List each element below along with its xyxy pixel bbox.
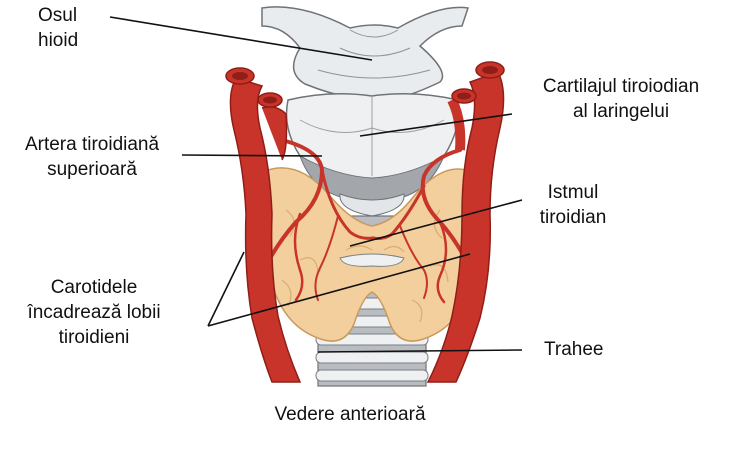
label-carotids: Carotidele încadrează lobii tiroidieni [6,275,182,350]
label-hyoid-line2: hioid [38,30,79,51]
label-isthmus: Istmul tiroidian [518,180,628,230]
label-hyoid-line1: Osul [38,5,78,26]
label-trachea: Trahee [544,339,604,360]
label-thyroid-cartilage-line1: Cartilajul tiroiodian [542,76,700,97]
hyoid-bone [261,6,469,99]
label-superior-thyroid-artery: Artera tiroidiană superioară [2,132,182,182]
leader-thyroid-cartilage [359,113,513,137]
leader-superior-artery [181,154,323,157]
left-carotid-artery [225,67,302,383]
leader-isthmus [349,199,523,247]
leader-lines [109,16,523,353]
label-hyoid: Osul hioid [38,3,78,53]
label-carotids-line1: Carotidele [50,277,138,298]
caption: Vedere anterioară [274,404,426,425]
leader-carotid-left [207,251,245,327]
label-superior-artery-line1: Artera tiroidiană [24,134,160,155]
leader-trachea [317,349,523,353]
label-isthmus-line2: tiroidian [539,207,607,228]
label-isthmus-line1: Istmul [547,182,599,203]
label-carotids-line2: încadrează lobii [27,302,161,323]
label-carotids-line3: tiroidieni [58,327,130,348]
label-thyroid-cartilage-line2: al laringelui [572,101,670,122]
right-carotid-artery [426,61,505,383]
label-thyroid-cartilage: Cartilajul tiroiodian al laringelui [518,74,724,124]
leader-hyoid [109,16,373,61]
label-superior-artery-line2: superioară [47,159,137,180]
leader-carotid-right [207,253,471,327]
